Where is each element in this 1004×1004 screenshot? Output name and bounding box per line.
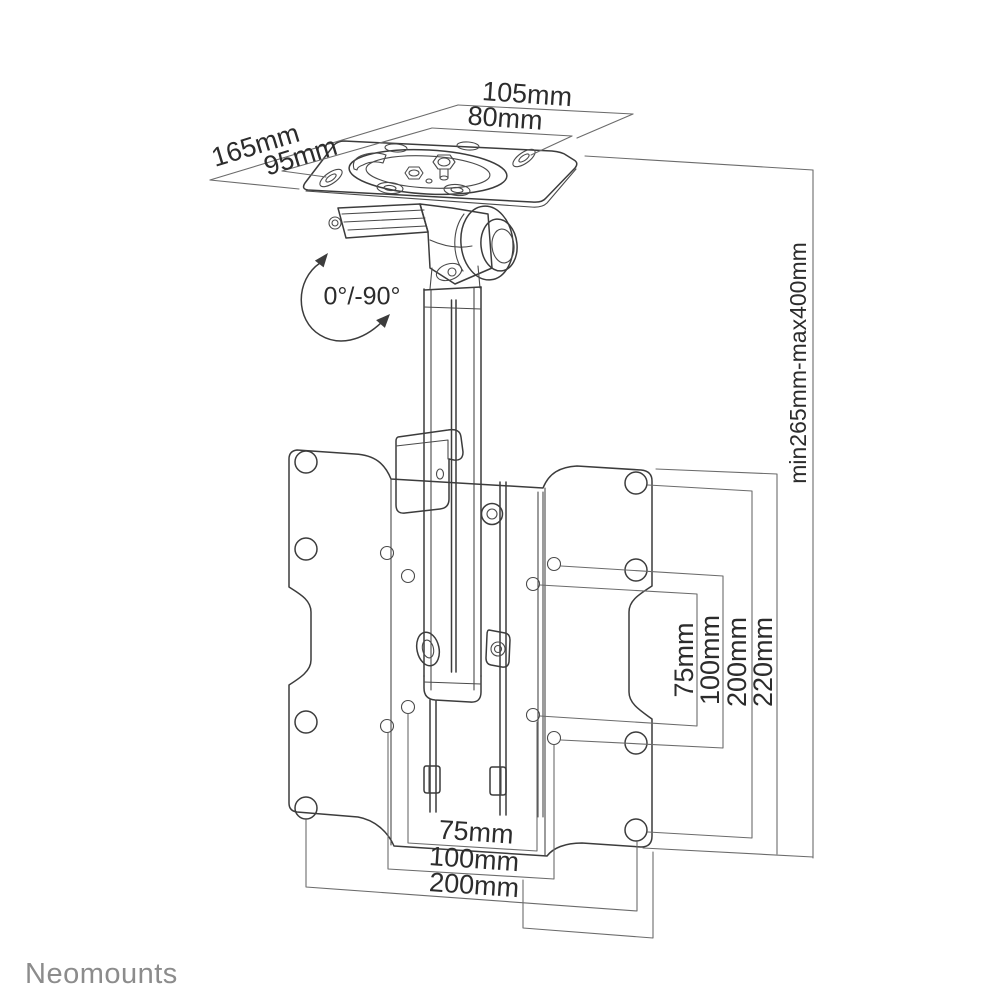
dimension-height: min265mm-max400mm	[584, 155, 814, 859]
inner-width-label: 80mm	[467, 101, 544, 136]
height-range-label: min265mm-max400mm	[785, 242, 811, 484]
dimensions-top: 165mm 95mm 105mm 80mm	[208, 76, 634, 190]
dimensions-right: 75mm 100mm 200mm 220mm	[539, 468, 778, 855]
center-bolts	[404, 154, 456, 184]
dimensions-bottom: 75mm 100mm 200mm	[305, 713, 654, 939]
tilt-knob	[454, 205, 518, 281]
rotation-arc	[300, 262, 384, 342]
clamp-bolt	[328, 216, 342, 230]
outer-width-label: 105mm	[481, 76, 573, 112]
vesa-horizontal-100-label: 100mm	[428, 841, 520, 877]
arrow-right-icon	[376, 314, 390, 328]
vesa-vertical-75-label: 75mm	[669, 622, 699, 697]
arrow-up-icon	[314, 253, 328, 268]
locking-knob	[480, 502, 504, 526]
column	[395, 286, 544, 818]
vesa-plate	[288, 449, 653, 857]
brand-logo: Neomounts	[25, 958, 178, 990]
ceiling-plate	[302, 140, 578, 208]
adjustment-screw	[415, 631, 441, 667]
tilt-range-label: 0°/-90°	[324, 283, 401, 311]
slider-bracket	[395, 428, 464, 514]
vesa-horizontal-200-label: 200mm	[428, 867, 520, 903]
vesa-vertical-220-label: 220mm	[748, 617, 778, 707]
rotation-annotation: 0°/-90°	[300, 253, 401, 342]
vesa-vertical-200-label: 200mm	[722, 617, 752, 707]
vesa-holes	[294, 450, 648, 842]
swivel-joint	[328, 203, 518, 290]
vesa-horizontal-75-label: 75mm	[438, 815, 515, 850]
ceiling-plate-slots	[319, 141, 536, 197]
vesa-vertical-100-label: 100mm	[695, 615, 725, 705]
